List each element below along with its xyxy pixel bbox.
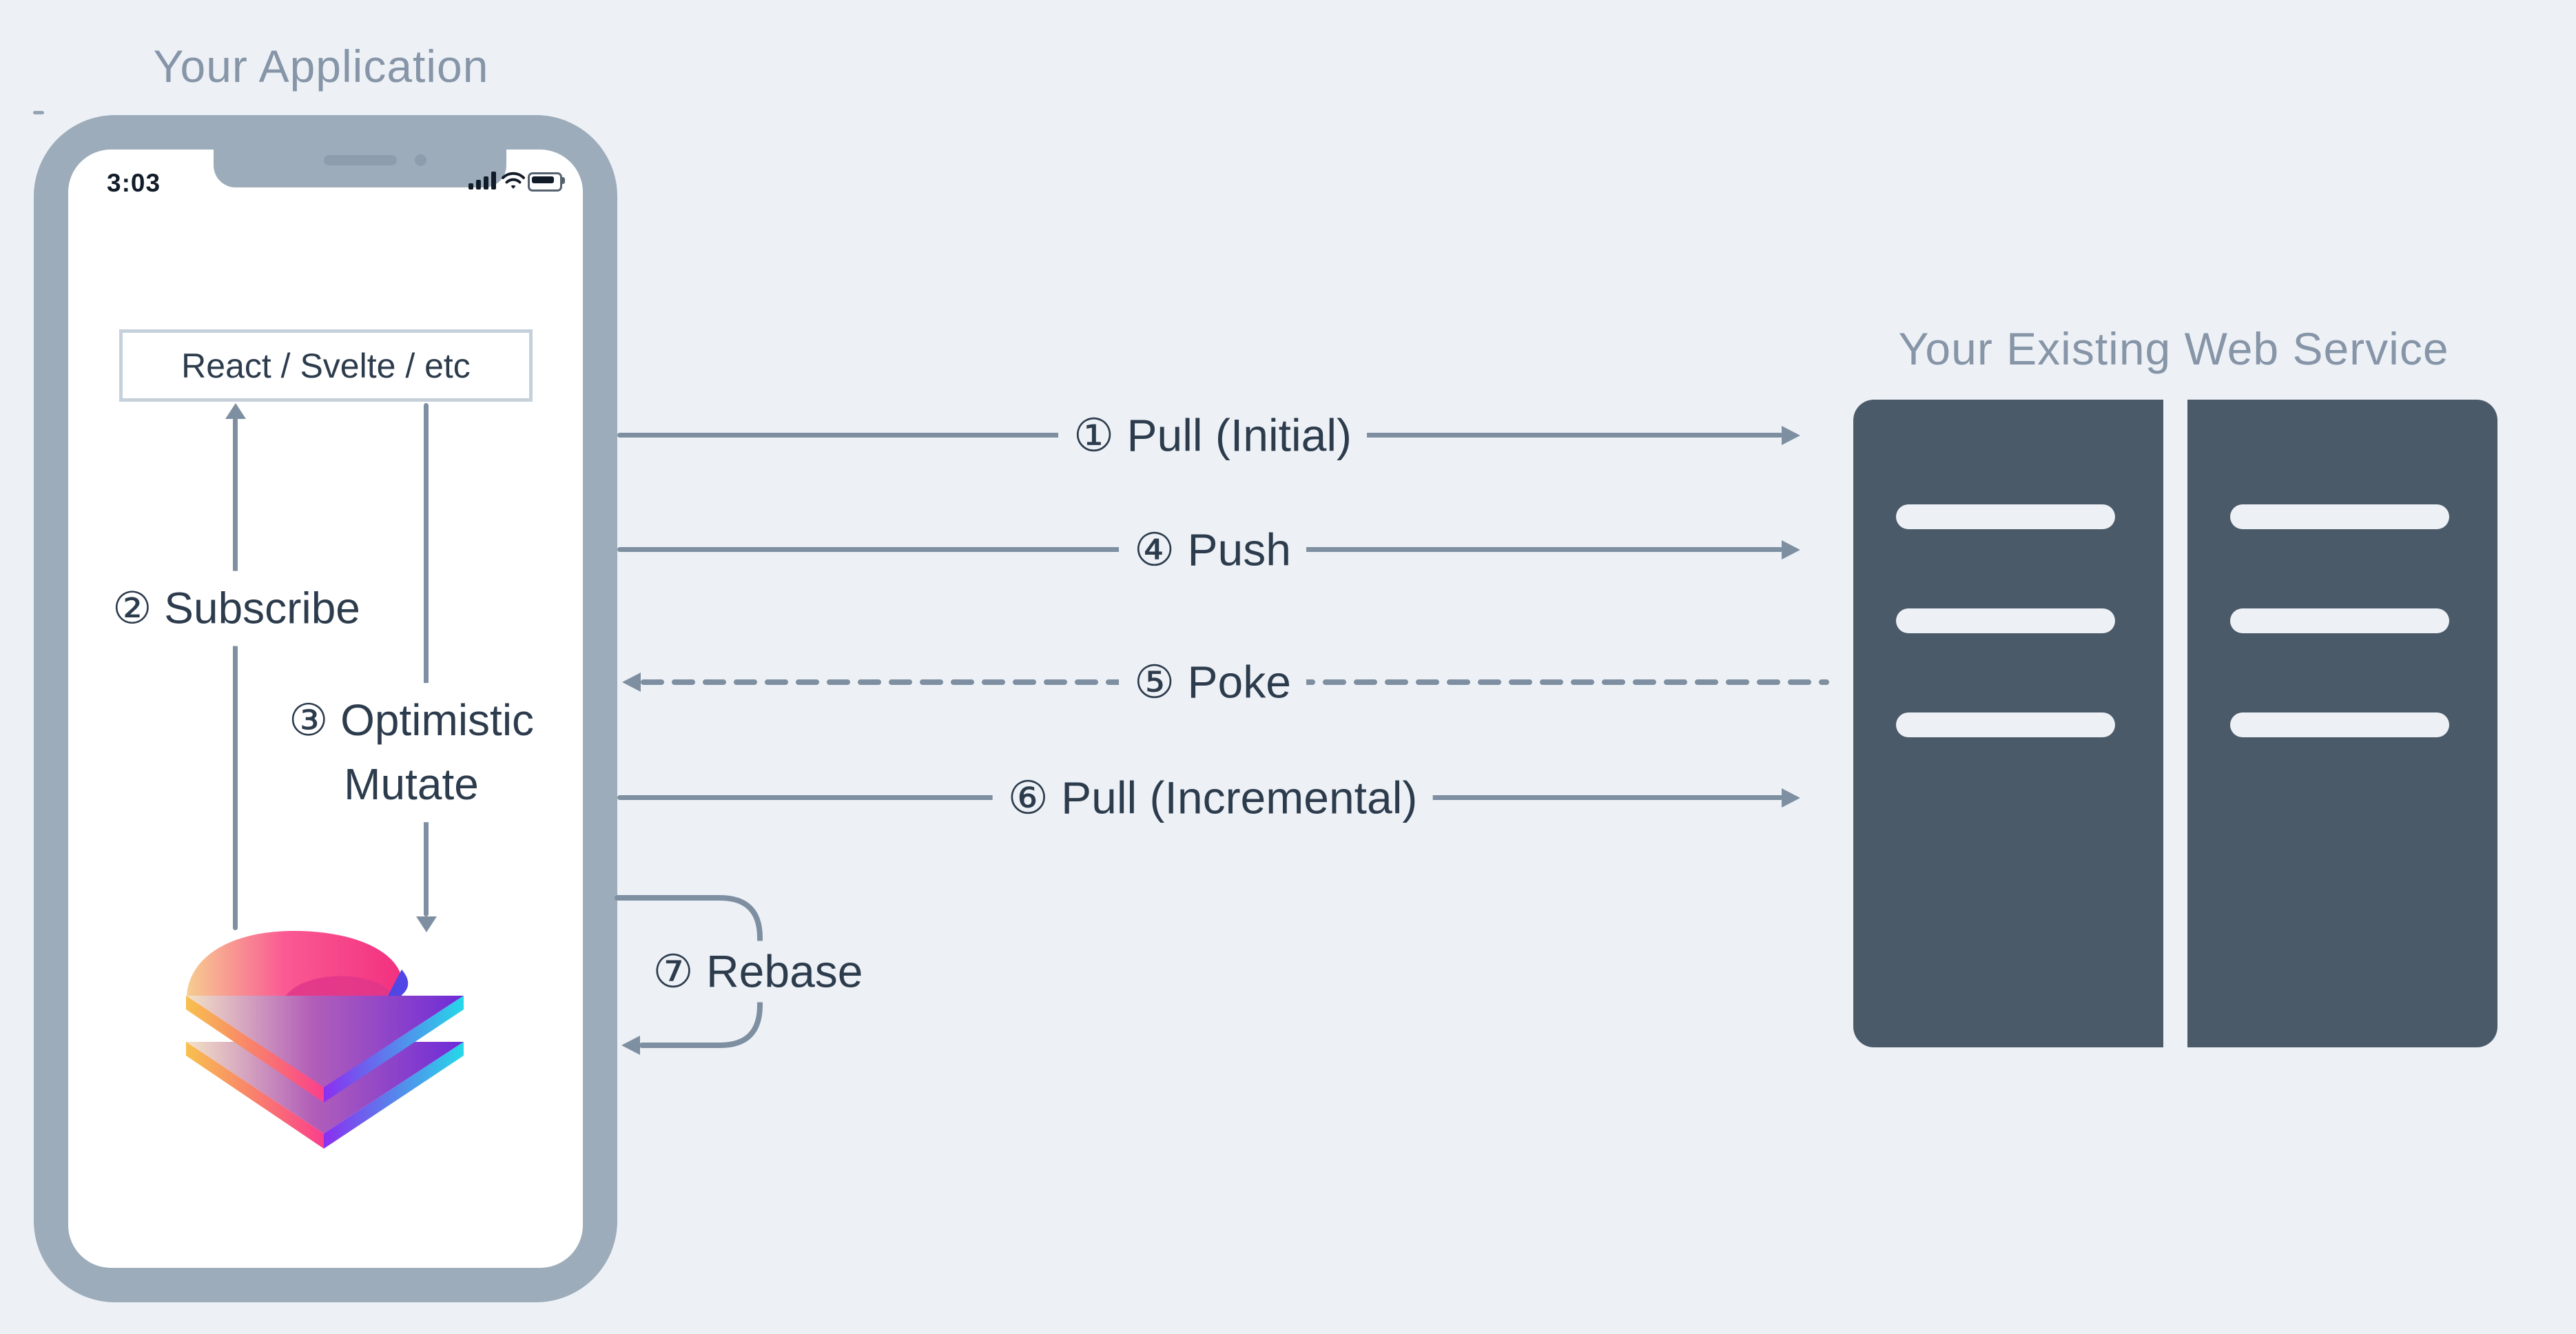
mutate-arrow [424, 403, 429, 916]
server-tower [1853, 400, 2163, 1047]
signal-icon [484, 176, 488, 189]
framework-box-label: React / Svelte / etc [181, 346, 471, 385]
server-slot [1896, 712, 2115, 737]
phone-notch [214, 150, 506, 187]
poke-arrowhead-icon [622, 673, 641, 692]
mutate-arrowhead-icon [416, 916, 437, 932]
rebase-label: ⑦ Rebase [637, 941, 878, 1003]
pull-initial-label: ① Pull (Initial) [1058, 404, 1367, 466]
subscribe-arrow [233, 418, 238, 930]
server-slot [2230, 712, 2449, 737]
push-arrowhead-icon [1782, 540, 1800, 560]
pull-incremental-arrowhead-icon [1782, 788, 1800, 808]
pull-incremental-label: ⑥ Pull (Incremental) [992, 767, 1433, 829]
signal-icon [491, 172, 496, 189]
subscribe-arrowhead-icon [225, 403, 246, 419]
speaker-icon [324, 155, 397, 165]
server-slot [2230, 608, 2449, 633]
status-icons [468, 172, 565, 192]
server-slot [1896, 608, 2115, 633]
subscribe-label: ② Subscribe [100, 571, 373, 646]
optimistic-mutate-label: ③ Optimistic Mutate [276, 683, 547, 822]
web-service-title: Your Existing Web Service [1898, 323, 2449, 374]
dash-artifact [33, 111, 44, 114]
push-label: ④ Push [1119, 519, 1306, 581]
rebase-arrowhead-icon [621, 1036, 640, 1055]
server-slot [1896, 504, 2115, 529]
battery-nub [562, 177, 565, 184]
server-tower [2187, 400, 2497, 1047]
pull-initial-arrowhead-icon [1782, 426, 1800, 445]
signal-icon [468, 183, 473, 189]
battery-icon [528, 172, 562, 192]
wifi-icon [502, 172, 525, 189]
application-title: Your Application [153, 41, 489, 92]
camera-icon [415, 154, 426, 166]
signal-icon [476, 180, 481, 189]
replicache-logo-icon [186, 931, 464, 1149]
status-time: 3:03 [107, 169, 161, 197]
framework-box: React / Svelte / etc [119, 329, 533, 402]
server-slot [2230, 504, 2449, 529]
poke-label: ⑤ Poke [1119, 651, 1306, 713]
